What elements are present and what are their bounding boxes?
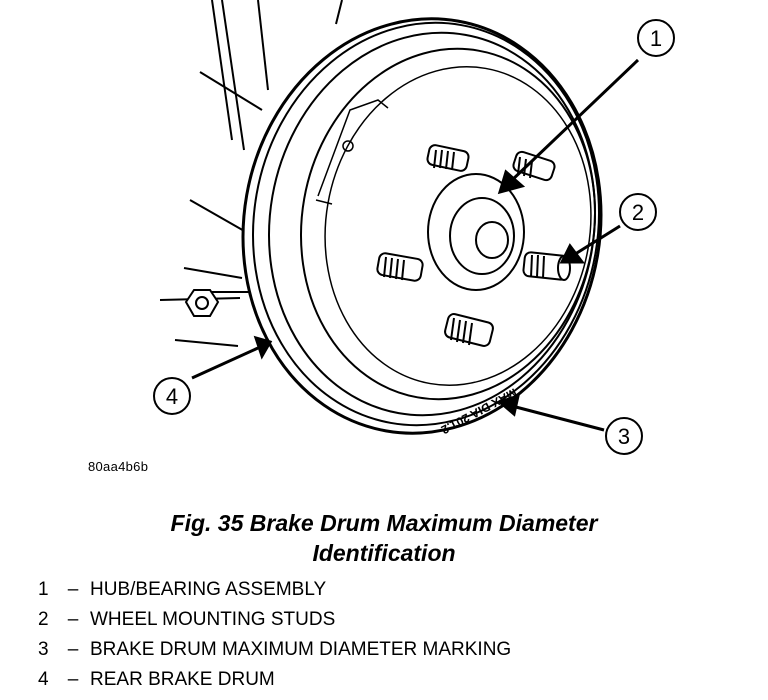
legend-label: WHEEL MOUNTING STUDS bbox=[90, 609, 336, 630]
figure-caption-line1: Fig. 35 Brake Drum Maximum Diameter bbox=[170, 510, 598, 536]
stud-top-left bbox=[426, 144, 470, 172]
legend-number: 2 bbox=[38, 609, 49, 630]
art-code: 80aa4b6b bbox=[88, 459, 149, 474]
legend-number: 4 bbox=[38, 669, 49, 690]
callout-number-4: 4 bbox=[166, 384, 178, 409]
suspension-frame-lines bbox=[159, 0, 343, 347]
stud-left bbox=[376, 252, 424, 282]
rear-brake-drum bbox=[241, 17, 603, 435]
legend-label: HUB/BEARING ASSEMBLY bbox=[90, 579, 327, 600]
callout-circle-2 bbox=[619, 193, 657, 231]
legend-item: 1–HUB/BEARING ASSEMBLY bbox=[38, 576, 511, 606]
legend-number: 3 bbox=[38, 639, 49, 660]
stud-bottom bbox=[444, 313, 494, 347]
stud-right bbox=[522, 251, 571, 281]
callout-number-3: 3 bbox=[618, 424, 630, 449]
callout-circle-1 bbox=[637, 19, 675, 57]
legend-separator: – bbox=[67, 639, 79, 660]
legend-separator: – bbox=[67, 579, 79, 600]
arrow-3 bbox=[511, 404, 605, 432]
legend-item: 2–WHEEL MOUNTING STUDS bbox=[38, 606, 511, 636]
callout-circle-3 bbox=[605, 417, 643, 455]
arrow-4 bbox=[191, 346, 259, 380]
brake-drum-illustration: MAX DIA 201.2 1 2 3 4 bbox=[153, 0, 675, 455]
hex-bolt bbox=[184, 289, 220, 317]
callout-numbers: 1 2 3 4 bbox=[166, 26, 662, 449]
legend-item: 3–BRAKE DRUM MAXIMUM DIAMETER MARKING bbox=[38, 636, 511, 666]
figure-caption-line2: Identification bbox=[312, 540, 456, 566]
legend-number: 1 bbox=[38, 579, 49, 600]
callout-circles bbox=[153, 19, 675, 455]
callout-arrows bbox=[191, 58, 640, 432]
legend-label: BRAKE DRUM MAXIMUM DIAMETER MARKING bbox=[90, 639, 512, 660]
legend-separator: – bbox=[67, 669, 79, 690]
legend-label: REAR BRAKE DRUM bbox=[90, 669, 275, 690]
callout-legend: 1–HUB/BEARING ASSEMBLY 2–WHEEL MOUNTING … bbox=[38, 576, 511, 696]
legend-item: 4–REAR BRAKE DRUM bbox=[38, 666, 511, 696]
legend-separator: – bbox=[67, 609, 79, 630]
drum-face-details bbox=[315, 99, 389, 205]
arrow-2 bbox=[571, 224, 621, 258]
callout-circle-4 bbox=[153, 377, 191, 415]
hub-bearing-assembly bbox=[427, 173, 525, 291]
arrow-1 bbox=[508, 58, 640, 184]
callout-number-2: 2 bbox=[632, 200, 644, 225]
callout-number-1: 1 bbox=[650, 26, 662, 51]
